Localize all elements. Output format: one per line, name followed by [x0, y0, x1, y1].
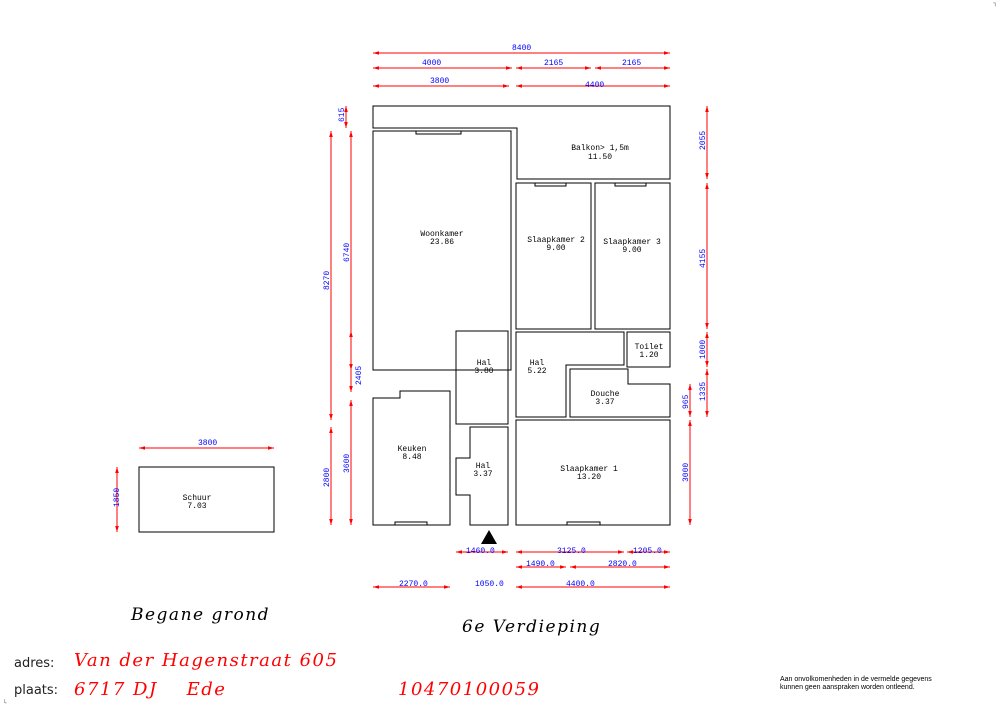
room-slaapkamer2-outline [515, 182, 592, 330]
dim-top-b: 2165 [544, 59, 563, 68]
room-douche-name: Douche [591, 390, 620, 399]
dim-bot-e: 2820.0 [608, 560, 637, 569]
dim-right-d: 1335 [699, 382, 708, 401]
room-toilet-area: 1.20 [639, 351, 658, 360]
disclaimer-line1: Aan onvolkomenheden in de vermelde gegev… [780, 676, 932, 683]
room-slaapkamer3-area: 9.00 [622, 246, 641, 255]
room-woonkamer-area: 23.86 [430, 238, 454, 247]
room-toilet-name: Toilet [635, 343, 664, 352]
room-hal2-name: Hal [530, 359, 545, 368]
room-balkon-name: Balkon> 1,5m [571, 144, 629, 153]
room-schuur-area: 7.03 [187, 502, 206, 511]
room-schuur-name: Schuur [183, 494, 212, 503]
dim-left-b: 6740 [343, 243, 352, 262]
disclaimer-line2: kunnen geen aanspraken worden ontleend. [780, 684, 915, 691]
room-balkon-area: 11.50 [588, 153, 612, 162]
room-schuur-outline [138, 466, 275, 533]
window-woonkamer [415, 130, 462, 135]
entrance-triangle-icon [481, 530, 497, 544]
dim-left-d: 2405 [355, 366, 364, 385]
dim-top-a: 4000 [422, 59, 441, 68]
dim-bot-b: 3125.0 [557, 547, 586, 556]
walls-sixth-floor [372, 105, 671, 544]
room-slaapkamer3-name: Slaapkamer 3 [603, 238, 661, 247]
disclaimer: Aan onvolkomenheden in de vermelde gegev… [780, 676, 990, 692]
dimension-texts: 8400 4000 2165 2165 3800 4400 615 6740 8… [113, 44, 708, 589]
object-number: 10470100059 [398, 679, 541, 700]
dim-top-c: 2165 [622, 59, 641, 68]
room-woonkamer-name: Woonkamer [420, 230, 463, 239]
address-value: Van der Hagenstraat 605 [74, 650, 339, 671]
room-slaapkamer3-outline [594, 182, 671, 330]
dim-right-b: 4155 [699, 249, 708, 268]
room-douche-area: 3.37 [595, 398, 614, 407]
dim-right-e: 965 [682, 394, 691, 409]
dim-bot-d: 1490.0 [526, 560, 555, 569]
dim-schuur-w: 3800 [198, 439, 217, 448]
room-slaapkamer1-name: Slaapkamer 1 [560, 465, 618, 474]
dim-bot-h: 4400.0 [566, 580, 595, 589]
address-label: adres: [14, 656, 55, 671]
dim-top-total: 8400 [512, 44, 531, 53]
dim-bot-c: 1205.0 [633, 547, 662, 556]
room-labels: Balkon> 1,5m 11.50 Woonkamer 23.86 Slaap… [183, 144, 664, 511]
dim-top-d: 3800 [430, 77, 449, 86]
corner-mark-bottom-left: └ [3, 700, 7, 707]
room-slaapkamer2-area: 9.00 [546, 244, 565, 253]
dim-right-a: 2055 [699, 131, 708, 150]
dim-top-e: 4400 [585, 81, 604, 90]
dim-left-c: 8270 [323, 271, 332, 290]
label-ground-floor: Begane grond [131, 605, 271, 625]
room-hal1-outline [455, 330, 509, 425]
room-slaapkamer1-area: 13.20 [577, 473, 601, 482]
dim-bot-g: 1050.0 [475, 580, 504, 589]
room-douche-outline [569, 368, 671, 418]
room-keuken-outline [372, 390, 451, 526]
room-hal3-name: Hal [476, 462, 491, 471]
room-woonkamer-outline [372, 130, 512, 371]
dim-schuur-h: 1850 [113, 488, 122, 507]
dim-left-a: 615 [338, 107, 347, 122]
room-hal3-outline [455, 426, 509, 526]
window-keuken [394, 521, 428, 526]
dim-bot-f: 2270.0 [399, 580, 428, 589]
place-label: plaats: [14, 683, 59, 698]
room-hal2-area: 5.22 [527, 367, 546, 376]
window-slaapkamer3 [614, 182, 647, 187]
window-slaapkamer2 [534, 182, 567, 187]
room-hal2-outline [515, 331, 625, 418]
dim-right-c: 1000 [699, 340, 708, 359]
dim-left-f: 2800 [323, 468, 332, 487]
window-slaapkamer1 [566, 521, 601, 526]
balcony-outline [372, 105, 671, 180]
place-value: 6717 DJ Ede [74, 679, 227, 700]
room-hal3-area: 3.37 [473, 470, 492, 479]
room-slaapkamer2-name: Slaapkamer 2 [527, 236, 585, 245]
room-hal1-area: 3.80 [474, 367, 493, 376]
dimension-lines [115, 51, 709, 589]
room-keuken-name: Keuken [398, 445, 427, 454]
room-toilet-outline [626, 331, 671, 368]
room-keuken-area: 8.48 [402, 453, 421, 462]
corner-mark-top-right: ┐ [993, 0, 997, 7]
dim-left-e: 3600 [343, 454, 352, 473]
dim-bot-a: 1460.0 [466, 547, 495, 556]
room-hal1-name: Hal [477, 359, 492, 368]
label-sixth-floor: 6e Verdieping [462, 617, 602, 637]
dim-right-f: 3000 [682, 463, 691, 482]
